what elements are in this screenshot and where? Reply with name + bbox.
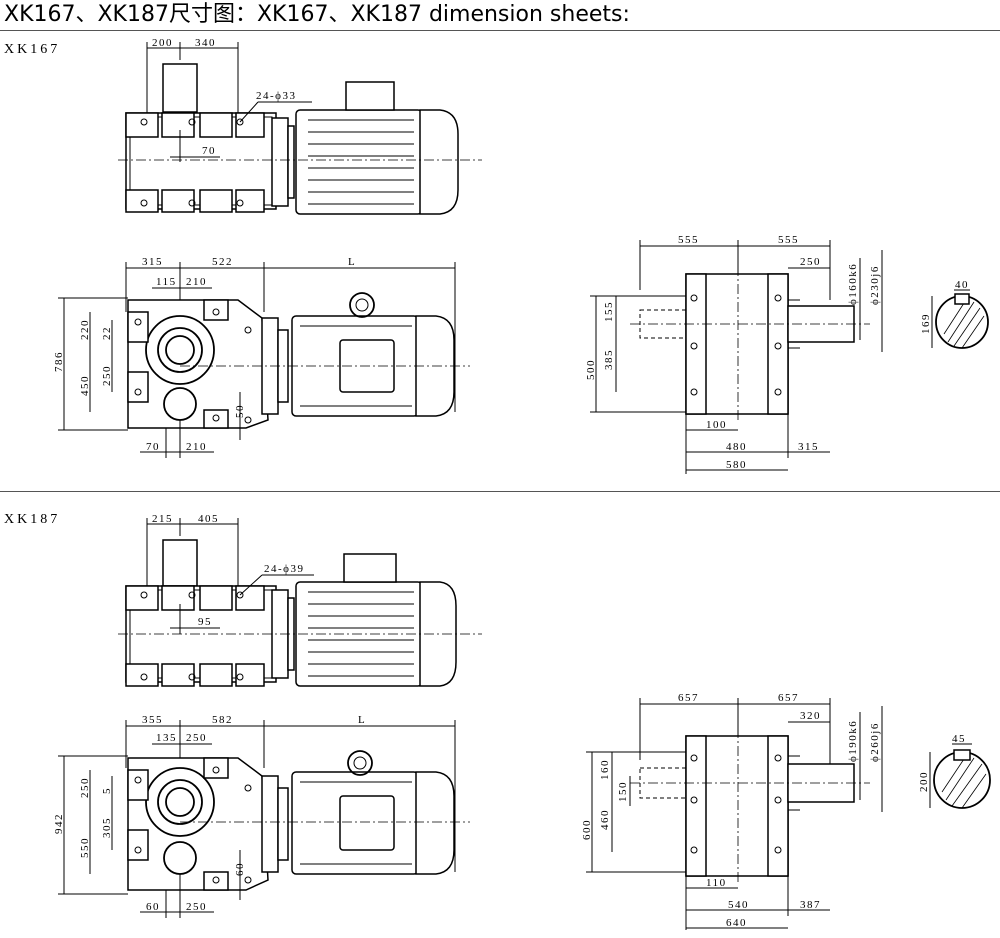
xk167-side-view: 315 522 L 115 210 786 220 450 22 250 50 xyxy=(53,256,470,458)
page-header: XK167、XK187尺寸图：XK167、XK187 dimension she… xyxy=(0,0,1000,34)
dim-text: 250 xyxy=(800,256,821,268)
dim-text: 215 xyxy=(152,513,173,525)
page-title: XK167、XK187尺寸图：XK167、XK187 dimension she… xyxy=(4,2,630,27)
dim-text: 70 xyxy=(202,145,216,157)
dim-text: 555 xyxy=(678,234,699,246)
dim-text: 387 xyxy=(800,899,821,911)
dim-text: 250 xyxy=(101,365,113,386)
dim-text: 315 xyxy=(142,256,163,268)
dim-text: 5 xyxy=(101,787,113,794)
dim-text: 200 xyxy=(918,771,930,792)
dim-text: 385 xyxy=(603,349,615,370)
dim-text: 450 xyxy=(79,375,91,396)
dim-text: 115 xyxy=(156,276,177,288)
dim-text: 340 xyxy=(195,37,216,49)
dim-text: 135 xyxy=(156,732,177,744)
dim-text: 657 xyxy=(678,692,699,704)
section-label-xk167: XK167 xyxy=(4,42,61,57)
xk187-end-view: 657 657 320 ϕ190k6 ϕ260j6 600 160 460 15… xyxy=(581,692,883,930)
xk167-end-view: 555 555 250 ϕ160k6 ϕ230j6 500 155 385 xyxy=(585,234,883,474)
dim-text: 550 xyxy=(79,837,91,858)
section-divider xyxy=(0,491,1000,492)
dim-text: 460 xyxy=(599,809,611,830)
dim-text: 60 xyxy=(146,901,160,913)
dim-text: 45 xyxy=(952,733,966,745)
dim-text: 500 xyxy=(585,359,597,380)
dim-text: 355 xyxy=(142,714,163,726)
dim-text: 169 xyxy=(920,313,932,334)
xk187-shaft-section: 45 200 xyxy=(918,733,991,809)
dim-text: 150 xyxy=(617,781,629,802)
dim-text: 220 xyxy=(79,319,91,340)
dim-text: 657 xyxy=(778,692,799,704)
dim-text: 40 xyxy=(955,279,969,291)
xk167-top-view: 200 340 24-ϕ33 70 xyxy=(118,37,482,215)
section-label-xk187: XK187 xyxy=(4,512,61,527)
dim-text: 210 xyxy=(186,276,207,288)
dim-text: 555 xyxy=(778,234,799,246)
dim-text: ϕ190k6 xyxy=(847,720,859,762)
dim-text: 200 xyxy=(152,37,173,49)
dim-text: 100 xyxy=(706,419,727,431)
dim-text: 155 xyxy=(603,301,615,322)
dim-text: 110 xyxy=(706,877,727,889)
dim-text: 405 xyxy=(198,513,219,525)
dim-text: 250 xyxy=(186,732,207,744)
dim-text: 160 xyxy=(599,759,611,780)
dim-text: 942 xyxy=(53,813,65,834)
dim-text: 60 xyxy=(234,862,246,876)
dim-text: 580 xyxy=(726,459,747,471)
dim-text: 540 xyxy=(728,899,749,911)
dim-text: 600 xyxy=(581,819,593,840)
hole-callout: 24-ϕ39 xyxy=(264,563,304,575)
hole-callout: 24-ϕ33 xyxy=(256,90,296,102)
dim-text: 320 xyxy=(800,710,821,722)
dim-text: 95 xyxy=(198,616,212,628)
dim-text: ϕ260j6 xyxy=(869,722,881,762)
dim-text: 480 xyxy=(726,441,747,453)
dim-text: 315 xyxy=(798,441,819,453)
dim-text: 70 xyxy=(146,441,160,453)
dim-text: 50 xyxy=(234,404,246,418)
dim-text: ϕ160k6 xyxy=(847,263,859,305)
xk167-shaft-section: 40 169 xyxy=(920,279,989,349)
dim-text: 210 xyxy=(186,441,207,453)
dim-text: 305 xyxy=(101,817,113,838)
dim-text: L xyxy=(358,714,366,726)
dim-text: 640 xyxy=(726,917,747,929)
dim-text: 522 xyxy=(212,256,233,268)
dim-text: 250 xyxy=(186,901,207,913)
dim-text: 22 xyxy=(101,326,113,340)
xk187-side-view: 355 582 L 135 250 942 250 550 5 305 60 xyxy=(53,714,470,918)
xk187-top-view: 215 405 24-ϕ39 95 xyxy=(118,513,482,687)
header-rule xyxy=(0,30,1000,31)
dim-text: ϕ230j6 xyxy=(869,265,881,305)
dim-text: L xyxy=(348,256,356,268)
dim-text: 582 xyxy=(212,714,233,726)
dim-text: 250 xyxy=(79,777,91,798)
dim-text: 786 xyxy=(53,351,65,372)
